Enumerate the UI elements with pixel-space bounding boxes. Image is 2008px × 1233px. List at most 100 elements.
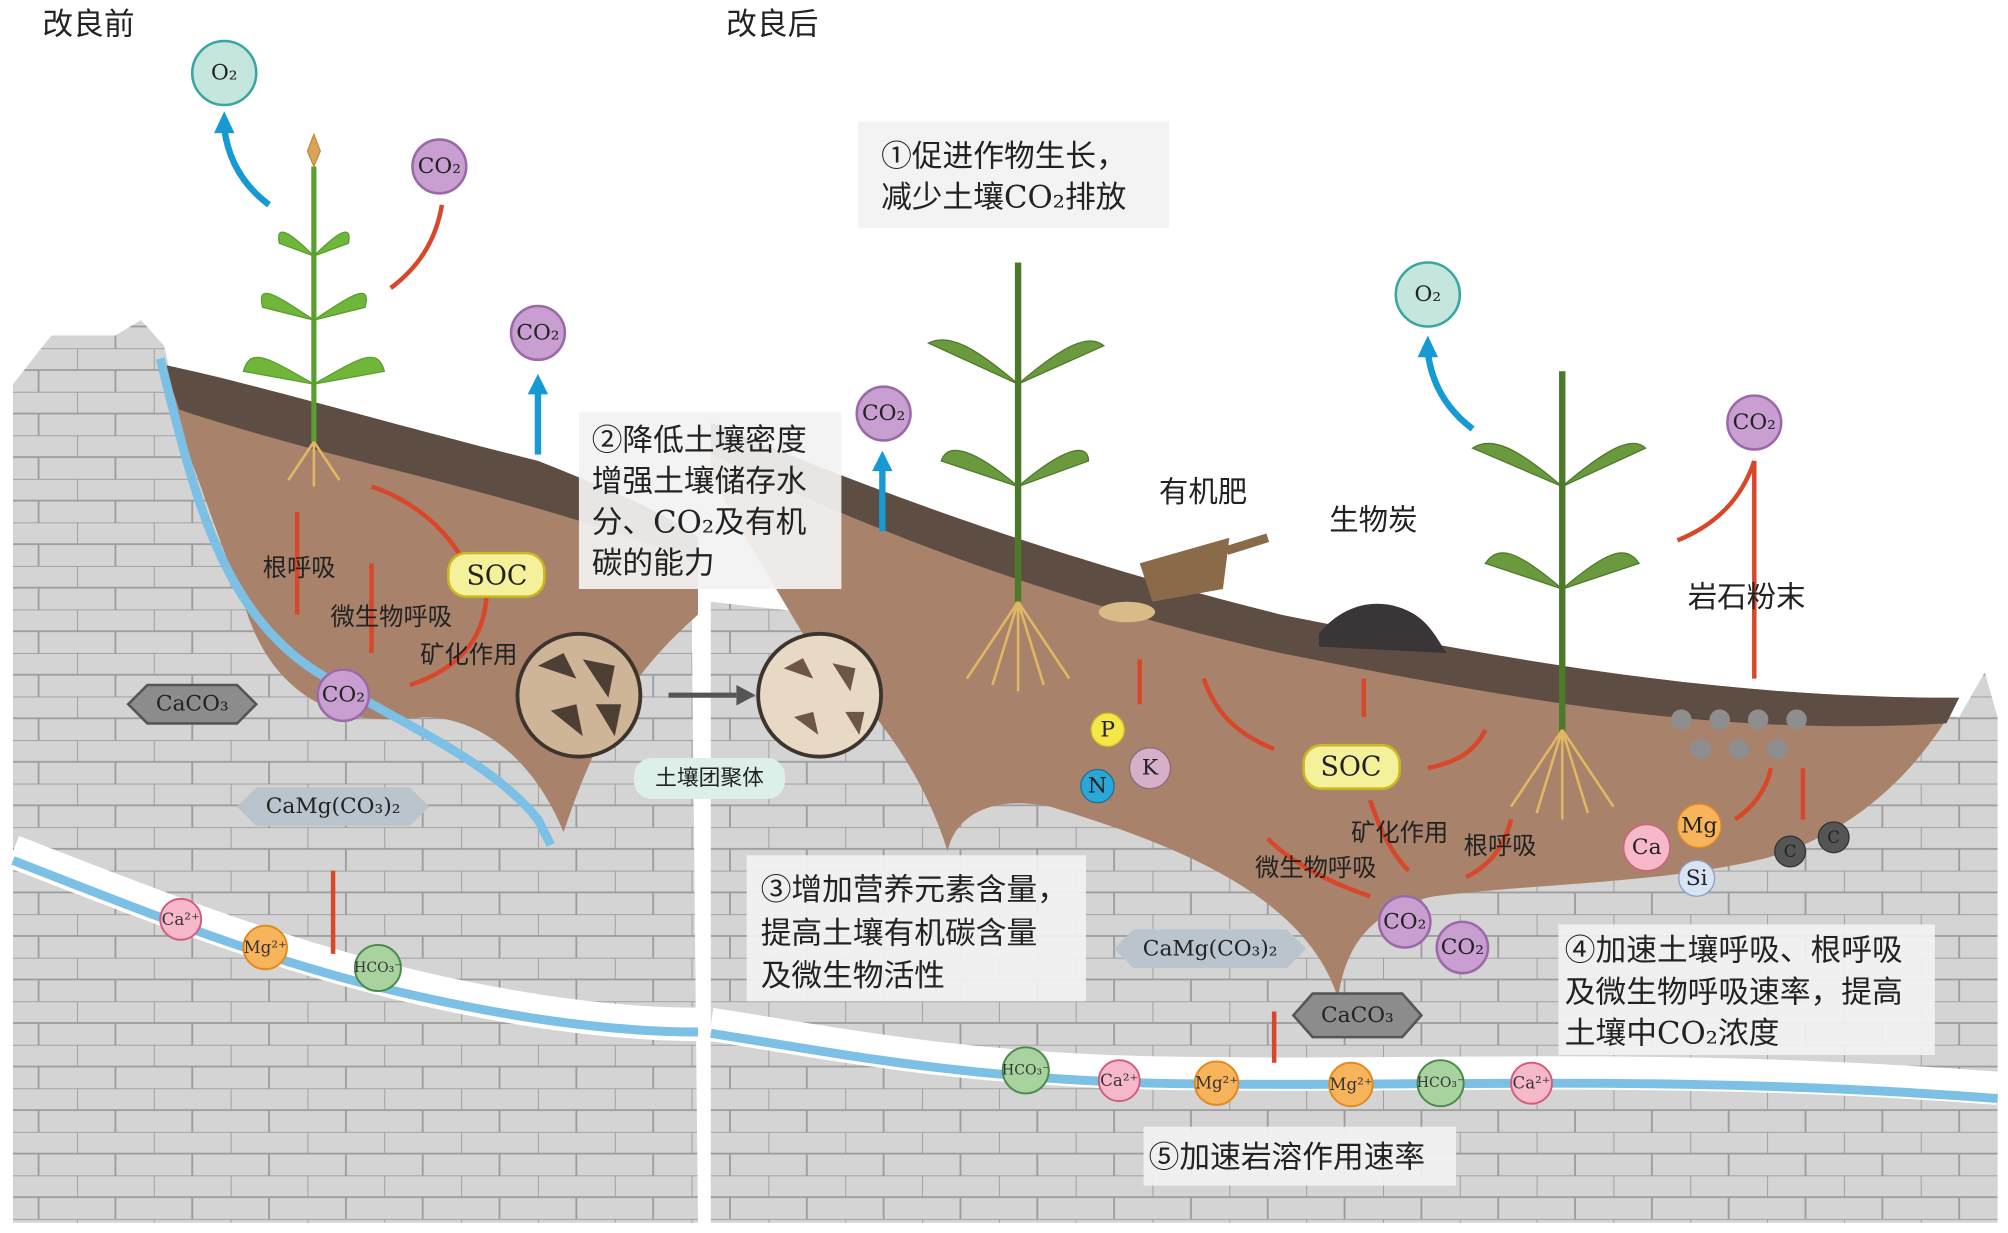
co2-bubble: CO₂	[1435, 920, 1490, 975]
svg-text:及微生物呼吸速率，提高: 及微生物呼吸速率，提高	[1565, 975, 1903, 1011]
co2-bubble: CO₂	[1377, 894, 1432, 949]
rock-co2-arrow	[1676, 460, 1757, 679]
svg-text:土壤团聚体: 土壤团聚体	[655, 766, 764, 791]
co2-bubble: CO₂	[1726, 394, 1783, 451]
annotation-5: ⑤加速岩溶作用速率	[1143, 1126, 1456, 1186]
svg-text:分、CO₂及有机: 分、CO₂及有机	[592, 505, 807, 541]
manure-scoop-icon	[1098, 533, 1270, 623]
svg-text:Mg²⁺: Mg²⁺	[1329, 1075, 1372, 1094]
nutrient-mg: Mg	[1676, 803, 1722, 849]
nutrient-p: P	[1090, 712, 1125, 748]
ion-ca: Ca²⁺	[159, 897, 203, 941]
svg-text:CO₂: CO₂	[1733, 410, 1776, 435]
svg-text:④加速土壤呼吸、根呼吸: ④加速土壤呼吸、根呼吸	[1565, 932, 1903, 968]
ion-mg: Mg²⁺	[1193, 1060, 1240, 1106]
co2-bubble: CO₂	[855, 385, 912, 442]
co2-bubble: CO₂	[509, 304, 567, 362]
topsoil-left	[164, 364, 698, 564]
svg-text:土壤中CO₂浓度: 土壤中CO₂浓度	[1565, 1016, 1780, 1052]
svg-text:CaCO₃: CaCO₃	[1321, 1003, 1394, 1028]
svg-text:②降低土壤密度: ②降低土壤密度	[592, 423, 807, 459]
topsoil-right	[710, 422, 1960, 727]
title-after: 改良后	[726, 7, 818, 43]
title-before: 改良前	[42, 7, 134, 43]
organic-manure-label: 有机肥	[1159, 475, 1247, 509]
svg-text:Mg²⁺: Mg²⁺	[1195, 1074, 1238, 1093]
caco3-label-before: CaCO₃	[126, 683, 259, 725]
svg-text:提高土壤有机碳含量: 提高土壤有机碳含量	[761, 916, 1037, 952]
ion-hco3: HCO₃⁻	[1001, 1046, 1050, 1095]
ion-ca: Ca²⁺	[1097, 1059, 1141, 1103]
microbial-respiration-label: 微生物呼吸	[1255, 853, 1377, 882]
root-respiration-label: 根呼吸	[263, 553, 336, 582]
soil-aggregate-after	[756, 631, 884, 759]
root-respiration-label: 根呼吸	[1464, 831, 1537, 860]
svg-text:③增加营养元素含量，: ③增加营养元素含量，	[761, 872, 1068, 908]
crop-plant-after-1	[927, 262, 1106, 692]
svg-text:Ca²⁺: Ca²⁺	[1100, 1071, 1138, 1090]
nutrient-ca: Ca	[1623, 823, 1671, 872]
svg-text:HCO₃⁻: HCO₃⁻	[1417, 1075, 1465, 1091]
annotation-2: ②降低土壤密度 增强土壤储存水 分、CO₂及有机 碳的能力	[578, 412, 842, 589]
soc-label-before: SOC	[447, 551, 546, 598]
mineralization-label: 矿化作用	[1351, 818, 1448, 847]
ion-ca: Ca²⁺	[1510, 1061, 1553, 1105]
crop-plant-before	[242, 132, 386, 487]
divider	[697, 588, 709, 1230]
svg-text:O₂: O₂	[1415, 282, 1442, 307]
svg-text:Si: Si	[1686, 866, 1708, 891]
co2-uptake-arrow	[389, 204, 445, 290]
svg-text:Mg²⁺: Mg²⁺	[244, 938, 287, 957]
svg-text:Mg: Mg	[1681, 813, 1717, 838]
annotation-3: ③增加营养元素含量， 提高土壤有机碳含量 及微生物活性	[746, 855, 1086, 1002]
svg-text:SOC: SOC	[1320, 751, 1381, 782]
ion-mg: Mg²⁺	[242, 924, 288, 971]
svg-text:HCO₃⁻: HCO₃⁻	[1002, 1062, 1050, 1078]
svg-text:HCO₃⁻: HCO₃⁻	[354, 960, 402, 976]
svg-text:O₂: O₂	[211, 60, 238, 85]
ion-hco3: HCO₃⁻	[1416, 1059, 1465, 1108]
camgco3-label-before: CaMg(CO₃)₂	[237, 787, 430, 826]
svg-text:及微生物活性: 及微生物活性	[761, 958, 945, 994]
svg-text:C: C	[1784, 842, 1797, 861]
soil-aggregate-before	[515, 631, 643, 759]
svg-text:⑤加速岩溶作用速率: ⑤加速岩溶作用速率	[1149, 1140, 1425, 1176]
ion-hco3: HCO₃⁻	[353, 943, 402, 992]
co2-bubble: CO₂	[316, 668, 371, 723]
o2-release-arrow-before	[221, 127, 272, 208]
svg-text:Ca²⁺: Ca²⁺	[1512, 1074, 1550, 1093]
rock-powder-icon	[1671, 709, 1807, 760]
nutrient-c: C	[1817, 821, 1850, 854]
svg-text:N: N	[1088, 774, 1107, 799]
svg-text:C: C	[1827, 828, 1840, 847]
groundwater-channel-left	[155, 357, 555, 848]
biochar-pile-icon	[1318, 603, 1448, 653]
svg-text:①促进作物生长，: ①促进作物生长，	[881, 138, 1127, 174]
o2-bubble-after: O₂	[1394, 261, 1462, 328]
svg-text:CaCO₃: CaCO₃	[156, 692, 229, 717]
svg-text:Ca²⁺: Ca²⁺	[162, 910, 200, 929]
camgco3-label-after: CaMg(CO₃)₂	[1114, 929, 1307, 968]
nutrient-k: K	[1128, 747, 1172, 790]
svg-text:增强土壤储存水: 增强土壤储存水	[592, 464, 807, 500]
svg-text:碳的能力: 碳的能力	[592, 546, 715, 582]
svg-text:Ca: Ca	[1632, 835, 1662, 860]
co2-bubble: CO₂	[411, 138, 468, 195]
nutrient-si: Si	[1678, 859, 1716, 897]
o2-bubble-before: O₂	[190, 39, 258, 107]
svg-text:CO₂: CO₂	[862, 401, 905, 426]
svg-text:CO₂: CO₂	[1383, 909, 1426, 934]
microbial-respiration-label: 微生物呼吸	[331, 602, 453, 631]
soc-label-after: SOC	[1302, 743, 1401, 790]
svg-text:减少土壤CO₂排放: 减少土壤CO₂排放	[881, 179, 1126, 215]
svg-text:SOC: SOC	[466, 561, 527, 592]
caco3-label-after: CaCO₃	[1291, 992, 1424, 1039]
svg-text:CO₂: CO₂	[516, 320, 559, 345]
svg-text:CaMg(CO₃)₂: CaMg(CO₃)₂	[266, 794, 401, 819]
annotation-1: ①促进作物生长， 减少土壤CO₂排放	[858, 121, 1170, 228]
nutrient-c: C	[1774, 835, 1807, 868]
svg-text:CO₂: CO₂	[418, 154, 461, 179]
soil-aggregate-label: 土壤团聚体	[633, 757, 786, 799]
svg-text:P: P	[1100, 717, 1115, 742]
